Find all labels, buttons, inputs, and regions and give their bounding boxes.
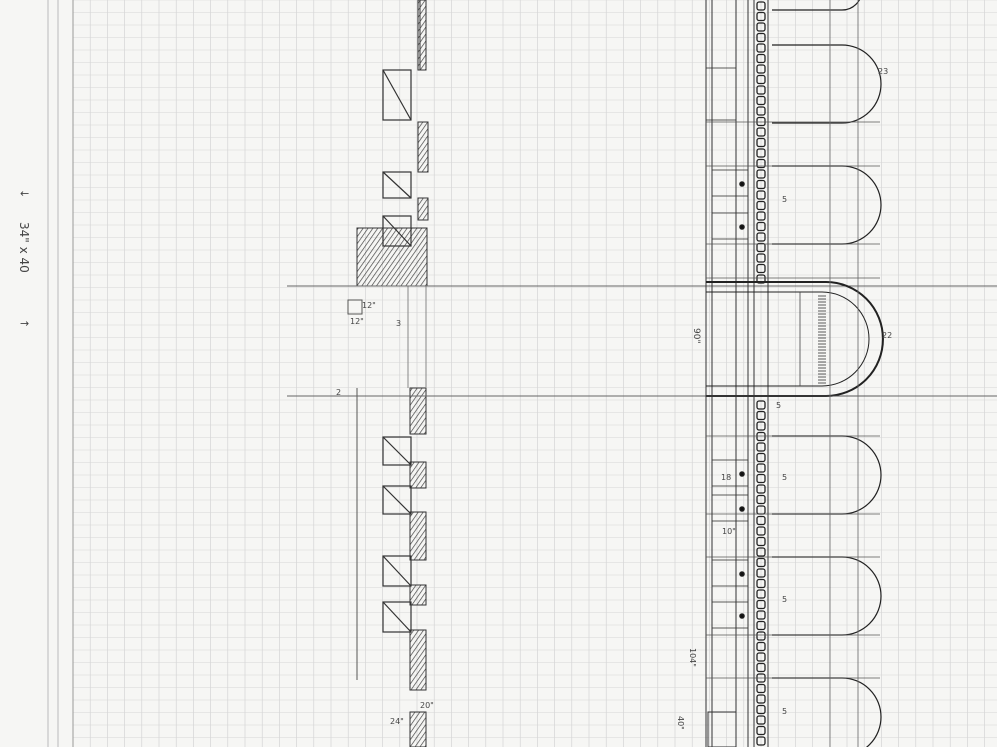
dim-label: 10" (722, 527, 736, 536)
dim-label: 5 (776, 401, 782, 410)
left-wall-section (356, 0, 429, 747)
dim-label: 5 (782, 707, 788, 716)
dim-label: 3 (396, 319, 402, 328)
dim-label: 22 (882, 331, 893, 340)
dim-label: 5 (782, 473, 788, 482)
dim-label: 2 (336, 388, 342, 397)
dim-label: 40" (676, 716, 685, 730)
dim-label: 104" (688, 648, 697, 667)
dim-label: 24" (390, 717, 404, 726)
dim-label: 90" (691, 328, 701, 344)
arrow-bottom-mark: → (20, 317, 30, 330)
colonnade-elevation (705, 0, 884, 747)
dim-label: 12" (350, 317, 364, 326)
graph-paper-grid (72, 0, 997, 747)
dim-label: 5 (782, 595, 788, 604)
arrow-top-mark: ← (20, 187, 30, 200)
dim-label: 18 (721, 473, 732, 482)
window-markers (382, 69, 412, 633)
sheet-size-note: 34" x 40 (17, 222, 31, 273)
dim-label: 5 (782, 195, 788, 204)
dim-label: 12" (362, 301, 376, 310)
dim-label: 23 (878, 67, 889, 76)
dim-label: 20" (420, 701, 434, 710)
